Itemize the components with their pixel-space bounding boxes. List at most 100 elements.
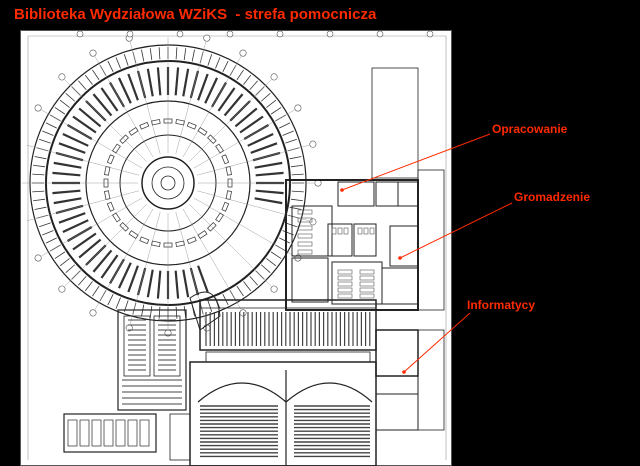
outer-ring-tick [207,54,213,66]
reading-desk [103,190,111,200]
reading-desk [119,134,129,144]
office-desk [359,293,375,299]
outer-ring-tick [84,281,93,292]
outer-ring-tick [54,107,66,115]
outer-ring-tick [285,138,297,144]
radial-axis [193,109,295,169]
reading-desk [215,212,224,223]
radial-shelf [72,232,97,251]
radial-shelf [217,87,236,112]
axis-marker [76,30,84,38]
radial-axis [130,41,161,155]
office-desk [297,249,313,255]
radial-shelf [72,115,97,134]
outer-ring-tick [65,264,76,273]
wc-fixture [337,227,343,235]
outer-ring-tick [54,251,66,259]
window-panel [79,419,90,447]
radial-axis [182,56,242,158]
radial-shelf [100,254,119,279]
outer-ring-tick [243,74,252,85]
radial-axis [64,204,147,287]
axis-marker [376,30,384,38]
office-desk [359,269,375,275]
axis-marker [226,30,234,38]
window-panel [103,419,114,447]
reading-desk [112,212,121,223]
reading-desk [175,118,185,126]
radial-axis [193,197,295,257]
outer-ring-tick [191,49,195,62]
reading-desk [215,143,224,154]
rotunda-center [141,156,195,210]
office-desk [359,281,375,287]
radial-shelf [58,142,86,154]
radial-shelf [100,87,119,112]
outer-ring-tick [32,173,45,176]
outer-ring-tick [289,156,302,160]
bay-shelves [200,405,370,458]
outer-ring-tick [92,285,100,297]
outer-ring-tick [175,306,178,319]
outer-ring-tick [92,69,100,81]
radial-shelf [78,107,102,128]
radial-shelf [62,132,89,147]
radial-shelf [247,132,274,147]
outer-ring-tick [149,48,153,61]
axis-marker [309,140,317,148]
outer-ring-tick [42,130,54,136]
office-desk [297,233,313,239]
outer-ring-tick [279,122,291,129]
radial-shelf [255,171,284,177]
radial-axis [130,211,161,325]
outer-ring-tick [222,60,229,72]
office-desk [297,241,313,247]
outer-ring-tick [115,297,121,309]
radial-shelf [223,93,244,117]
reading-desk [227,178,233,188]
outer-ring-tick [39,222,51,228]
outer-ring-tick [65,93,76,102]
radial-shelf [92,249,113,273]
wc-fixture [331,227,337,235]
window-panel [139,419,150,447]
outer-ring-tick [59,99,70,108]
callout-informatycy: Informatycy [467,298,536,312]
radial-axis [196,145,310,176]
radial-shelf [174,67,180,96]
outer-ring-tick [291,190,304,193]
radial-axis [182,208,242,310]
radial-shelf [78,238,102,259]
office-desk [359,287,375,293]
outer-ring-tick [158,306,161,319]
callout-gromadzenie: Gromadzenie [514,190,591,204]
outer-ring-tick [34,156,47,160]
arch-left [197,382,287,403]
axis-marker [203,34,211,42]
radial-shelf [197,265,209,293]
radial-shelf [239,115,264,134]
reading-desk [103,166,111,176]
outer-ring-tick [34,206,47,210]
radial-shelf [197,73,209,101]
slide-title: Biblioteka Wydziałowa WZiKS - strefa pom… [14,6,377,23]
reading-desk [112,143,121,154]
radial-axis [175,41,206,155]
axis-marker [58,285,66,293]
office-desk [337,293,353,299]
callout-opracowanie: Opracowanie [492,122,568,136]
radial-axis [26,145,140,176]
reading-desk [128,127,139,136]
reading-desk [119,222,129,232]
outer-ring-tick [123,54,129,66]
office-desk [297,209,313,215]
radial-axis [26,190,140,221]
reading-desk [103,178,109,188]
office-desk [337,287,353,293]
outer-ring-tick [84,74,93,85]
outer-ring-tick [45,237,57,244]
outer-ring-tick [207,300,213,312]
radial-shelf [52,171,81,177]
axis-marker [239,309,247,317]
office-desk [337,269,353,275]
